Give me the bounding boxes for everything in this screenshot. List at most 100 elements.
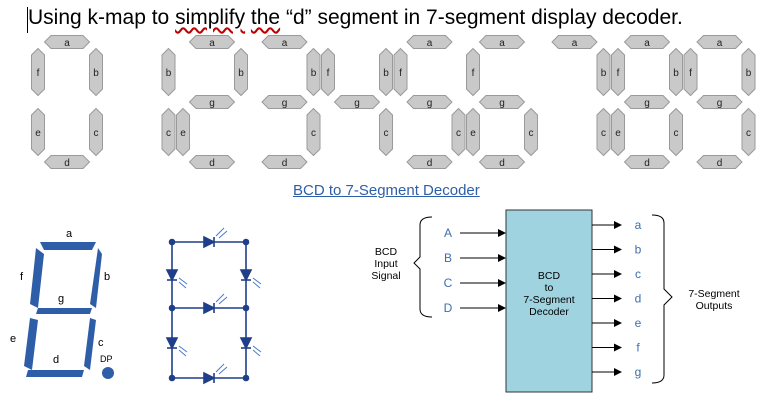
segment-b [161, 47, 176, 97]
segment-label-b: b [673, 68, 679, 79]
output-d: d [635, 292, 642, 306]
segment-c [89, 107, 103, 157]
output-e: e [635, 316, 642, 330]
label-dp: DP [100, 354, 113, 364]
segment-f-bar [30, 248, 44, 308]
segment-d [478, 155, 526, 169]
decoder-link[interactable]: BCD to 7-Segment Decoder [293, 182, 480, 199]
segment-f [31, 47, 45, 97]
bcd-label: BCD [375, 246, 398, 258]
label-d: d [53, 354, 59, 366]
segment-e [466, 107, 480, 157]
segment-label-e: e [615, 128, 621, 139]
segment-label-c: c [601, 128, 606, 139]
segment-f [683, 47, 698, 97]
output-brace [651, 214, 673, 384]
segment-label-d: d [499, 158, 505, 169]
segment-f [393, 47, 408, 97]
output-g: g [635, 365, 642, 379]
segment-g [188, 95, 236, 109]
title-text: Using k-map to [28, 6, 176, 29]
output-f: f [636, 341, 640, 355]
segment-label-b: b [93, 68, 99, 79]
segment-a [551, 35, 598, 49]
segment-label-b: b [383, 68, 389, 79]
title-text-end: “d” segment in 7-segment display decoder… [280, 6, 683, 29]
segment-label-c: c [529, 128, 534, 139]
label-a: a [66, 228, 73, 240]
output-arrow [614, 319, 622, 327]
segment-b [741, 47, 756, 97]
segment-a [623, 35, 671, 49]
input-C: C [444, 276, 453, 290]
segment-b-bar [90, 248, 102, 308]
segment-label-a: a [717, 38, 723, 49]
output-arrow [614, 368, 622, 376]
label-g: g [58, 293, 64, 305]
output-c: c [635, 267, 641, 281]
segment-label-d: d [427, 158, 433, 169]
segment-c [596, 107, 611, 157]
segment-g [623, 95, 671, 109]
segment-f [466, 47, 480, 97]
segment-label-c: c [311, 128, 316, 139]
segment-a [188, 35, 236, 49]
segment-c-bar [84, 318, 96, 370]
segment-label-a: a [572, 38, 578, 49]
segment-g [333, 95, 381, 109]
segment-d-bar [26, 370, 84, 377]
segment-d [43, 155, 91, 169]
output-arrow [614, 343, 622, 352]
segment-f [611, 47, 625, 97]
label-b: b [104, 271, 110, 283]
output-arrow [614, 245, 622, 254]
segment-c [161, 107, 176, 157]
text-cursor [27, 7, 28, 33]
segment-d [261, 155, 308, 169]
segment-f [321, 47, 335, 97]
segment-label-g: g [354, 98, 360, 109]
segment-label-g: g [644, 98, 650, 109]
input-arrow [498, 279, 506, 287]
segment-a [406, 35, 453, 49]
segment-label-g: g [427, 98, 433, 109]
segment-label-d: d [644, 158, 650, 169]
segment-label-f: f [327, 68, 330, 79]
segment-bars [24, 242, 114, 379]
segment-label-g: g [499, 98, 505, 109]
segment-label-f: f [617, 68, 620, 79]
segment-d [696, 155, 743, 169]
segment-label-c: c [166, 128, 171, 139]
segment-label-a: a [64, 38, 70, 49]
outputs-label-2: Outputs [696, 300, 733, 312]
signal-label: Signal [371, 270, 400, 282]
segment-label-g: g [209, 98, 215, 109]
input-arrow [498, 304, 506, 312]
label-f: f [20, 271, 24, 283]
label-e: e [10, 333, 16, 345]
segment-a [478, 35, 526, 49]
segment-e [176, 107, 190, 157]
segment-b [379, 47, 393, 97]
input-arrow [498, 254, 506, 262]
outputs-label-1: 7-Segment [688, 288, 739, 300]
segment-e-bar [24, 318, 38, 370]
segment-label-b: b [166, 68, 172, 79]
segment-a [261, 35, 308, 49]
segment-label-a: a [499, 38, 505, 49]
segment-c [379, 107, 393, 157]
segment-label-d: d [64, 158, 70, 169]
segment-c [451, 107, 466, 157]
segment-label-d: d [209, 158, 215, 169]
segment-label-c: c [674, 128, 679, 139]
segment-g [478, 95, 526, 109]
segment-c [524, 107, 538, 157]
segment-label-f: f [399, 68, 402, 79]
segment-label-f: f [472, 68, 475, 79]
